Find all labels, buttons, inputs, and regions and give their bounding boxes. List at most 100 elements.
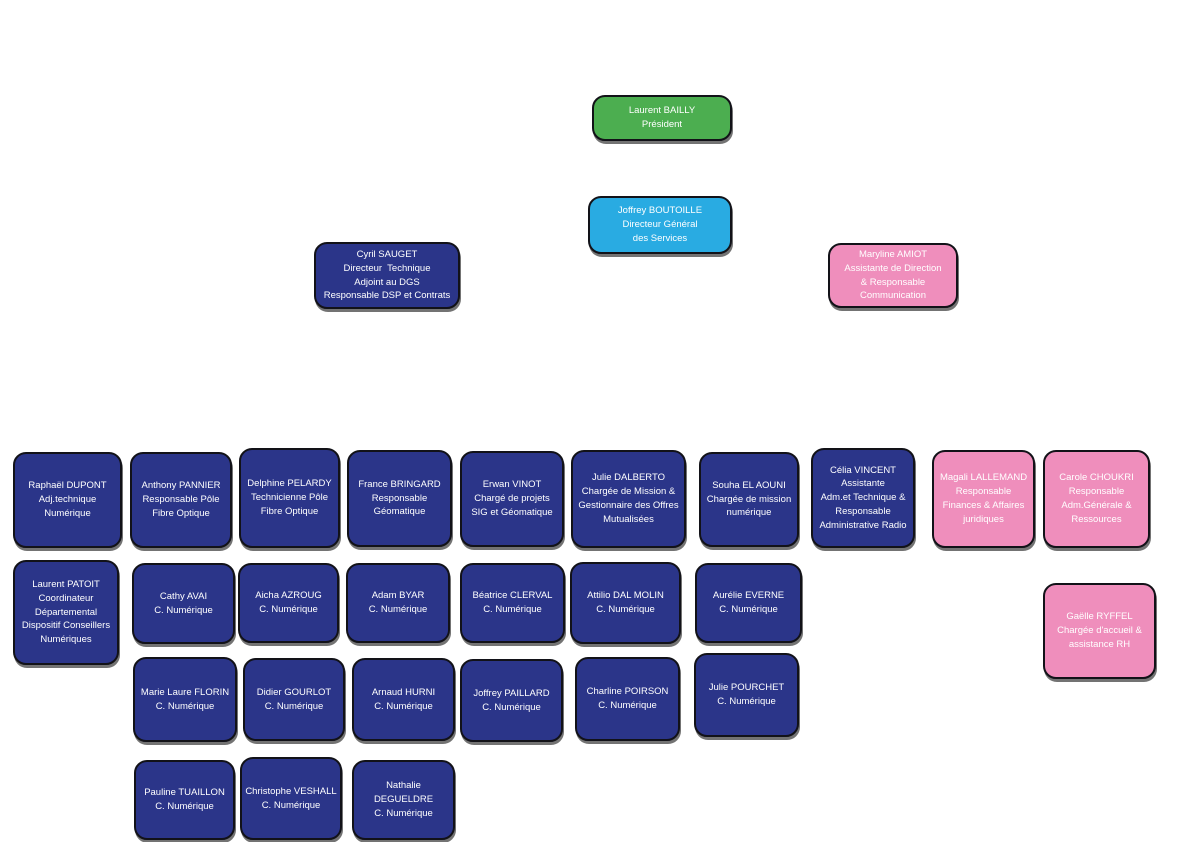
person-role: Numériques bbox=[40, 634, 92, 646]
org-box-azroug: Aicha AZROUG C. Numérique bbox=[238, 563, 339, 643]
person-role: C. Numérique bbox=[374, 807, 433, 819]
person-role: C. Numérique bbox=[264, 700, 324, 712]
person-name: Célia VINCENT bbox=[830, 464, 896, 476]
person-name: Julie POURCHET bbox=[708, 682, 785, 694]
person-name: Souha EL AOUNI bbox=[712, 479, 786, 491]
person-name: Anthony PANNIER bbox=[141, 480, 221, 492]
org-box-tuaillon: Pauline TUAILLON C. Numérique bbox=[134, 760, 235, 840]
org-box-gourlot: Didier GOURLOT C. Numérique bbox=[243, 658, 345, 741]
person-role: Finances & Affaires bbox=[942, 500, 1025, 511]
person-role: Fibre Optique bbox=[260, 505, 319, 517]
person-role: Adm.Générale & bbox=[1061, 500, 1132, 511]
person-name: Joffrey BOUTOILLE bbox=[617, 205, 703, 217]
person-name: Laurent BAILLY bbox=[628, 105, 696, 117]
person-role: Numérique bbox=[44, 507, 91, 519]
person-role: Technicienne Pôle bbox=[250, 492, 329, 504]
person-name: Nathalie DEGUELDRE bbox=[373, 780, 434, 806]
person-role: & Responsable bbox=[860, 276, 926, 288]
person-name: France BRINGARD bbox=[358, 478, 441, 490]
person-name: Marie Laure FLORIN bbox=[140, 686, 230, 698]
person-name: Maryline AMIOT bbox=[858, 248, 928, 260]
person-name: Charline POIRSON bbox=[586, 686, 669, 698]
person-name: Delphine PELARDY bbox=[247, 478, 332, 490]
person-role: juridiques bbox=[963, 513, 1004, 525]
person-role: C. Numérique bbox=[154, 604, 213, 616]
org-box-dalmolin: Attilio DAL MOLIN C. Numérique bbox=[570, 562, 681, 644]
person-name: Laurent PATOIT bbox=[32, 579, 100, 591]
org-box-paillard: Joffrey PAILLARD C. Numérique bbox=[460, 659, 563, 742]
person-role: Responsable bbox=[1068, 486, 1125, 498]
person-role: C. Numérique bbox=[374, 700, 433, 712]
person-name: Carole CHOUKRI bbox=[1059, 472, 1134, 484]
person-role: C. Numérique bbox=[596, 604, 655, 615]
person-role: C. Numérique bbox=[717, 696, 776, 707]
org-box-poirson: Charline POIRSON C. Numérique bbox=[575, 657, 680, 741]
person-role: C. Numérique bbox=[155, 700, 215, 712]
person-role: C. Numérique bbox=[261, 799, 321, 811]
person-role: Directeur Général bbox=[622, 219, 698, 231]
person-role: SIG et Géomatique bbox=[471, 506, 553, 518]
person-name: Julie DALBERTO bbox=[591, 472, 666, 484]
org-box-veshall: Christophe VESHALL C. Numérique bbox=[240, 757, 342, 840]
person-role: Adm.et Technique & bbox=[820, 492, 906, 504]
org-box-pourchet: Julie POURCHET C. Numérique bbox=[694, 653, 799, 737]
person-name: Gaëlle RYFFEL bbox=[1066, 611, 1133, 623]
person-role: Coordinateur bbox=[38, 592, 94, 604]
person-role: Gestionnaire des Offres bbox=[578, 500, 679, 511]
person-role: Président bbox=[641, 119, 683, 130]
person-name: Béatrice CLERVAL bbox=[472, 590, 553, 602]
person-role: C. Numérique bbox=[483, 604, 542, 615]
person-role: Responsable bbox=[371, 492, 428, 504]
person-role: Assistante de Direction bbox=[844, 262, 942, 274]
person-role: Chargée d'accueil & bbox=[1057, 625, 1142, 637]
person-role: Administrative Radio bbox=[819, 519, 907, 531]
person-name: Pauline TUAILLON bbox=[144, 787, 225, 799]
person-role: des Services bbox=[632, 232, 688, 244]
person-role: C. Numérique bbox=[368, 604, 428, 615]
person-name: Adam BYAR bbox=[371, 590, 425, 602]
person-role: Adjoint au DGS bbox=[354, 276, 420, 288]
person-name: Attilio DAL MOLIN bbox=[587, 590, 664, 602]
person-role: Adj.technique bbox=[38, 494, 97, 506]
person-role: Responsable bbox=[835, 505, 891, 517]
person-role: Ressources bbox=[1071, 513, 1122, 525]
person-name: Magali LALLEMAND bbox=[939, 472, 1028, 484]
person-role: Chargée de Mission & bbox=[581, 486, 676, 498]
person-name: Didier GOURLOT bbox=[256, 686, 332, 698]
org-box-clerval: Béatrice CLERVAL C. Numérique bbox=[460, 563, 565, 643]
person-role: Mutualisées bbox=[603, 513, 654, 525]
person-role: Géomatique bbox=[373, 506, 426, 518]
person-role: Chargée de mission bbox=[706, 493, 792, 505]
org-box-bailly: Laurent BAILLY Président bbox=[592, 95, 732, 141]
person-name: Cyril SAUGET bbox=[356, 248, 418, 260]
org-box-avai: Cathy AVAI C. Numérique bbox=[132, 563, 235, 644]
person-role: C. Numérique bbox=[155, 801, 214, 812]
person-name: Aicha AZROUG bbox=[255, 590, 322, 602]
person-name: Aurélie EVERNE bbox=[712, 590, 785, 602]
org-box-degueldre: Nathalie DEGUELDRE C. Numérique bbox=[352, 760, 455, 840]
person-role: C. Numérique bbox=[719, 604, 778, 615]
person-name: Raphaël DUPONT bbox=[28, 480, 107, 492]
person-role: assistance RH bbox=[1068, 638, 1131, 650]
person-role: Communication bbox=[860, 290, 926, 302]
person-name: Christophe VESHALL bbox=[245, 785, 337, 797]
org-box-ryffel: Gaëlle RYFFEL Chargée d'accueil &assista… bbox=[1043, 583, 1156, 679]
person-role: Chargé de projets bbox=[474, 493, 550, 505]
person-role: C. Numérique bbox=[259, 604, 318, 615]
org-box-florin: Marie Laure FLORIN C. Numérique bbox=[133, 657, 237, 742]
person-role: C. Numérique bbox=[598, 700, 657, 711]
org-box-dalberto: Julie DALBERTO Chargée de Mission & Gesti… bbox=[571, 450, 686, 548]
